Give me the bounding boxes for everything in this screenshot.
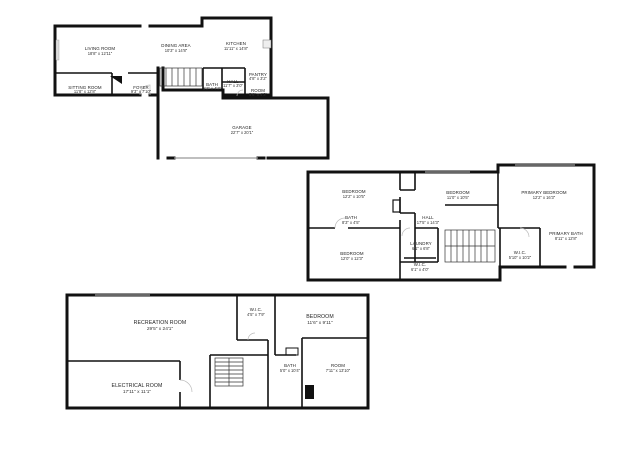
room-label: BEDROOM — [306, 314, 334, 320]
room-dims: 7'11" x 13'10" — [326, 368, 351, 373]
room-label: DINING AREA — [161, 43, 190, 48]
room-dims: 11'0" x 10'5" — [447, 195, 470, 200]
room-label: ROOM — [251, 88, 265, 93]
room-label: FOYER — [133, 85, 149, 90]
room-dims: 8'3" x 4'5" — [342, 220, 360, 225]
room-dims: 22'7" x 20'1" — [231, 130, 254, 135]
lower-floor-interior-walls — [67, 295, 368, 408]
room-label: BEDROOM — [342, 189, 366, 194]
vanity-icon — [285, 347, 299, 356]
room-dims: 12'0" x 12'3" — [341, 256, 364, 261]
room-dims: 11'6" x 9'11" — [307, 320, 333, 326]
room-dims: 4'5" x 7'9" — [247, 312, 265, 317]
range-icon — [262, 39, 272, 49]
front-door-swing — [139, 84, 151, 96]
closet-block — [392, 199, 401, 213]
room-label: BATH — [206, 82, 218, 87]
room-dims: 10'3" x 14'8" — [165, 48, 188, 53]
door-swing — [401, 227, 411, 237]
room-label: BATH — [345, 215, 357, 220]
main-floor: LIVING ROOM 18'8" x 12'11" DINING AREA 1… — [53, 16, 330, 160]
room-dims: 12'2" x 10'5" — [343, 194, 366, 199]
door-swing — [236, 89, 244, 97]
room-dims: 17'5" x 14'3" — [417, 220, 440, 225]
garage-walls — [156, 93, 330, 160]
room-dims: 5'2" x 4'2" — [203, 86, 221, 91]
room-dims: 29'5" x 24'1" — [147, 326, 174, 332]
room-dims: 4'8" x 3'2" — [249, 76, 267, 81]
lower-floor-outer-walls — [65, 293, 370, 410]
room-dims: 5'0" x 10'4" — [280, 368, 301, 373]
upper-floor-interior-walls — [308, 172, 541, 280]
room-label: W.I.C. — [250, 307, 263, 312]
room-label: HALL — [422, 215, 434, 220]
room-label: W.I.C. — [414, 262, 427, 267]
room-label: BEDROOM — [446, 190, 470, 195]
main-floor-interior-walls — [55, 67, 246, 95]
room-label: ROOM — [331, 363, 345, 368]
room-dims: 18'8" x 12'11" — [88, 51, 113, 56]
room-dims: 9'3" x 7'10" — [131, 89, 152, 94]
room-label: RECREATION ROOM — [134, 320, 187, 326]
window-icon — [55, 39, 60, 61]
lower-floor: RECREATION ROOM 29'5" x 24'1" W.I.C. 4'5… — [65, 293, 370, 410]
door-swing — [247, 332, 256, 341]
room-label: PRIMARY BEDROOM — [521, 190, 566, 195]
room-dims: 5'8" x 4'3" — [249, 92, 267, 97]
room-dims: 11'8" x 12'8" — [74, 89, 97, 94]
room-dims: 12'2" x 16'3" — [533, 195, 556, 200]
room-label: BATH — [284, 363, 296, 368]
door-swing — [179, 379, 193, 393]
door-swing — [519, 227, 530, 238]
room-dims: 6'1" x 6'8" — [412, 246, 430, 251]
fireplace-icon — [110, 76, 122, 84]
room-label: SITTING ROOM — [68, 85, 102, 90]
upper-stairs — [444, 229, 496, 263]
room-dims: 6'1" x 4'0" — [411, 267, 429, 272]
room-dims: 5'10" x 10'2" — [509, 255, 532, 260]
room-label: PRIMARY BATH — [549, 231, 583, 236]
room-dims: 17'11" x 11'1" — [123, 389, 152, 395]
room-label: LIVING ROOM — [85, 46, 116, 51]
room-label: ELECTRICAL ROOM — [112, 383, 163, 389]
room-label: W.I.C. — [514, 250, 527, 255]
room-dims: 11'7" x 3'0" — [223, 83, 243, 88]
room-dims: 8'11" x 12'8" — [555, 236, 578, 241]
mechanical-unit-icon — [305, 385, 314, 399]
room-dims: 11'11" x 14'8" — [224, 46, 249, 51]
upper-floor: BEDROOM 12'2" x 10'5" BEDROOM 11'0" x 10… — [306, 163, 596, 282]
room-label: LAUNDRY — [410, 241, 432, 246]
room-label: PANTRY — [249, 72, 267, 77]
lower-stairs — [214, 357, 244, 387]
main-stairs — [159, 67, 203, 87]
main-floor-outer-walls — [53, 16, 273, 97]
room-label: KITCHEN — [226, 41, 246, 46]
room-label: HALL — [227, 79, 239, 84]
room-label: GARAGE — [232, 125, 251, 130]
room-label: BEDROOM — [340, 251, 364, 256]
door-swing — [334, 217, 346, 229]
